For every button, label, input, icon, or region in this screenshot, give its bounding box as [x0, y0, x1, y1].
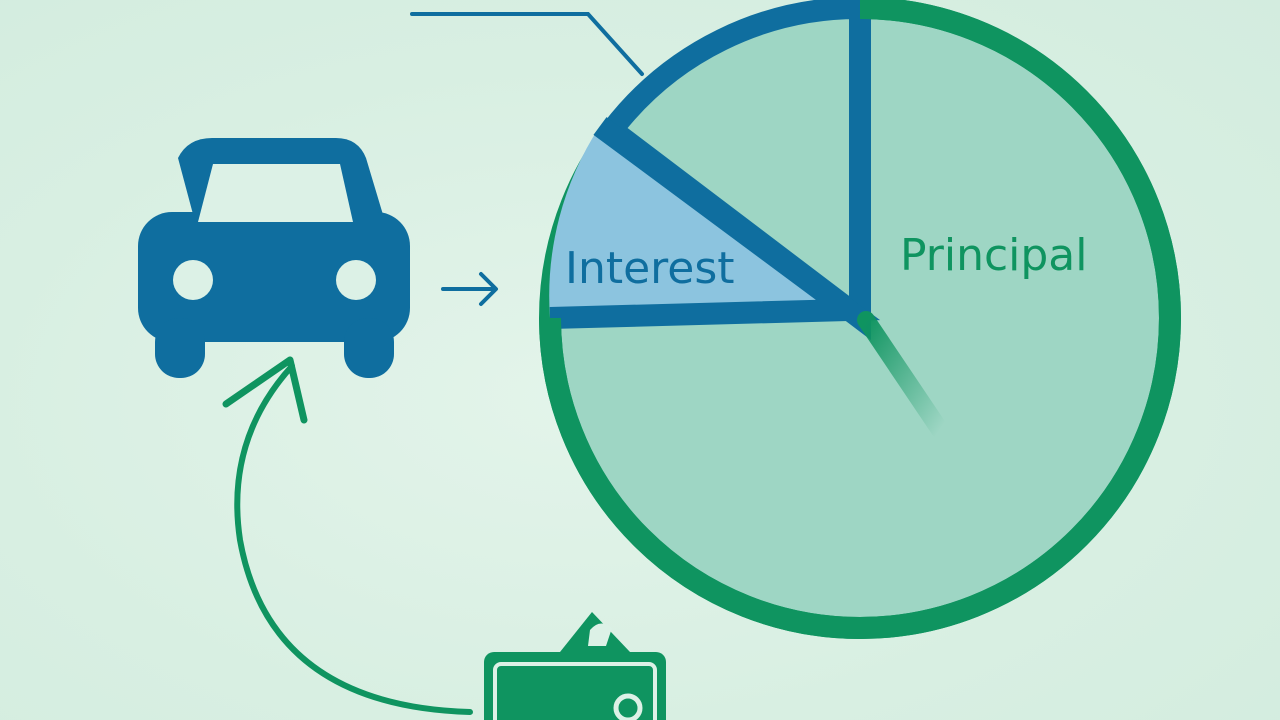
arrowhead-icon: [222, 356, 308, 424]
upper-wedge: [596, 0, 871, 341]
wallet-icon: [484, 612, 666, 720]
pie-chart: Interest Principal: [539, 0, 1181, 639]
interest-slice-border: [549, 117, 881, 329]
fading-divider: [857, 311, 949, 439]
curved-arrow: [222, 356, 473, 715]
pie-outline-lower: [539, 0, 1181, 639]
leader-line: [410, 12, 644, 76]
car-icon: [138, 138, 410, 378]
interest-label: Interest: [565, 243, 735, 294]
arrow-right-icon: [441, 272, 498, 306]
principal-label: Principal: [900, 230, 1088, 281]
